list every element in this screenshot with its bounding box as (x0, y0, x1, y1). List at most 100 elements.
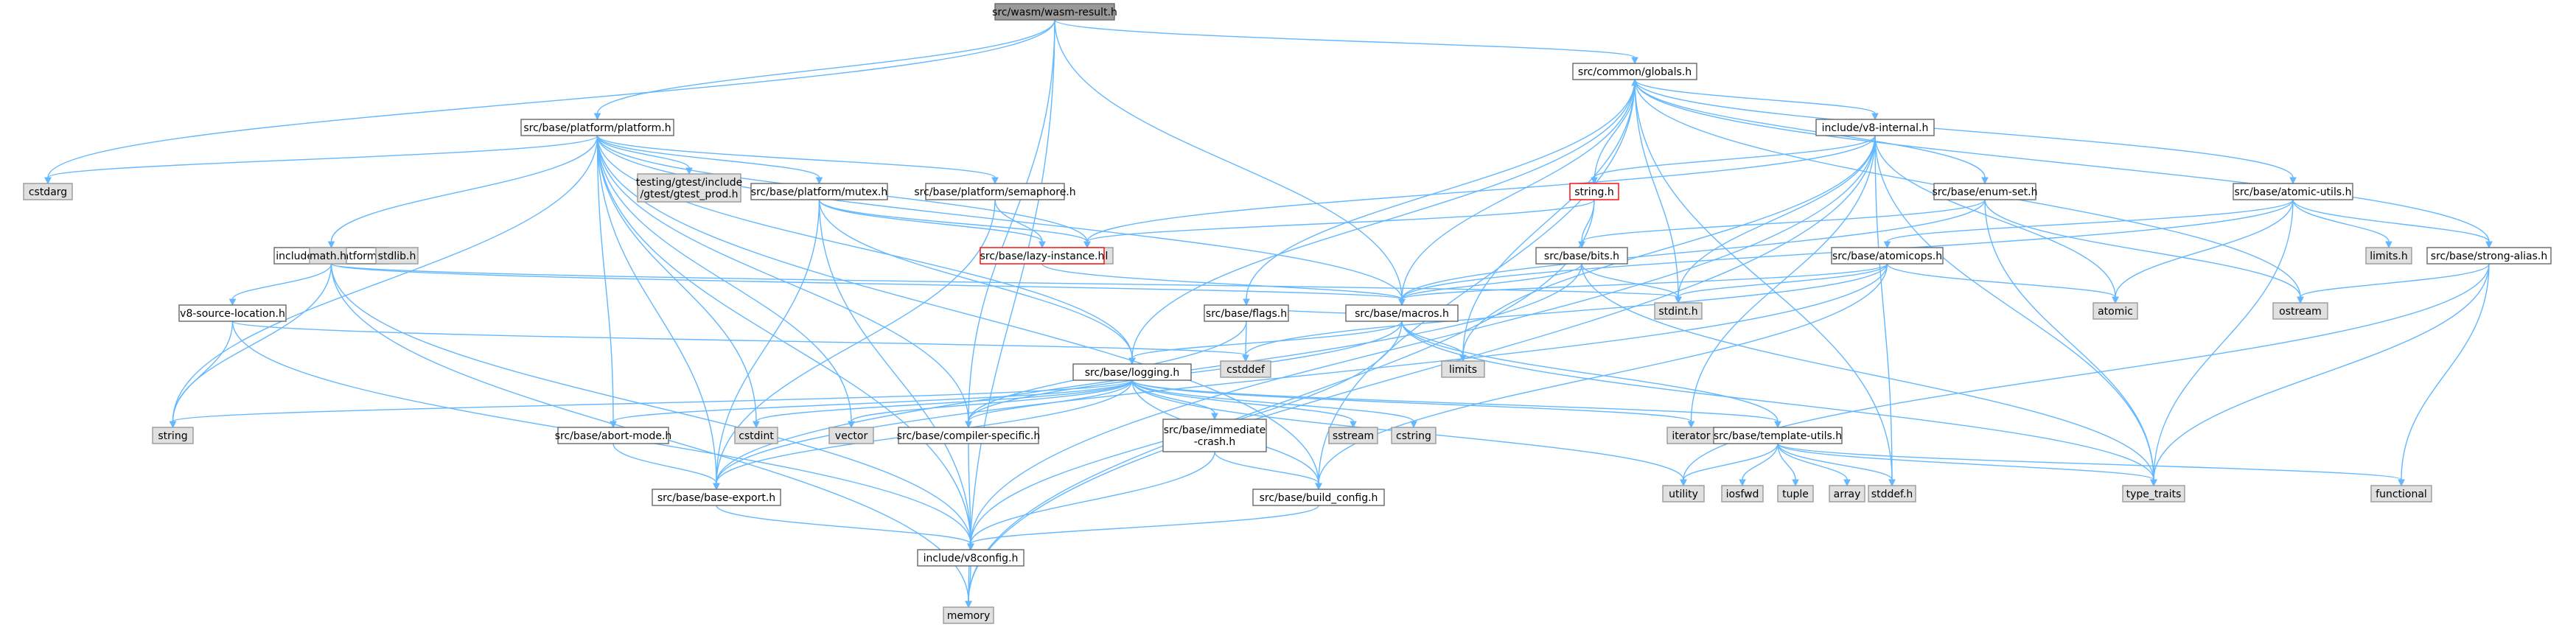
edge-logging-to-templateutils (1131, 379, 1781, 429)
node-box-functional (2370, 485, 2432, 503)
node-atomicops[interactable]: src/base/atomicops.h (1831, 247, 1944, 265)
node-srcloc[interactable]: v8-source-location.h (178, 304, 287, 322)
node-label-tuple: tuple (1782, 489, 1809, 500)
node-box-array (1829, 485, 1865, 503)
edge-v8internal-to-optional (1083, 135, 1876, 249)
edge-macros-to-limits (1401, 321, 1467, 363)
node-macros[interactable]: src/base/macros.h (1345, 304, 1459, 322)
edge-platform-to-cstdarg (44, 135, 598, 185)
node-cstdint: cstdint (734, 427, 778, 444)
node-box-tuple (1777, 485, 1814, 503)
edge-globals-to-strongalias (1634, 79, 2493, 249)
node-box-lazy (980, 247, 1105, 265)
node-box-cstdarg (23, 183, 73, 200)
node-box-atomicutils (2233, 183, 2353, 200)
node-strongalias[interactable]: src/base/strong-alias.h (2426, 247, 2552, 265)
edge-v8internal-to-atomic (1874, 135, 2119, 304)
node-mutex[interactable]: src/base/platform/mutex.h (750, 183, 888, 200)
node-box-srcloc (178, 304, 287, 322)
edge-atomicops-to-baseexport (713, 263, 1888, 491)
node-compiler[interactable]: src/base/compiler-specific.h (897, 427, 1041, 444)
node-box-logging (1072, 363, 1192, 381)
node-v8internal[interactable]: include/v8-internal.h (1815, 119, 1935, 136)
node-box-macros (1345, 304, 1459, 322)
node-bits[interactable]: src/base/bits.h (1535, 247, 1628, 265)
edge-atomicutils-to-atomicops (1883, 199, 2294, 249)
node-label-vector: vector (835, 430, 868, 442)
edge-v8internal-to-limits (1459, 135, 1876, 363)
node-label-atomic: atomic (2098, 306, 2133, 318)
node-sstream: sstream (1328, 427, 1378, 444)
edge-templateutils-to-tuple (1777, 443, 1799, 487)
node-box-math (309, 247, 347, 265)
edge-logging-to-immediate (1131, 379, 1218, 421)
node-box-stddef (1868, 485, 1916, 503)
node-label-functional: functional (2376, 489, 2427, 500)
edge-macros-to-logging (1128, 321, 1403, 365)
node-box-immediate (1162, 419, 1267, 452)
edge-strongalias-to-typetraits (2150, 263, 2490, 487)
node-globals[interactable]: src/common/globals.h (1572, 63, 1697, 80)
node-stringh[interactable]: string.h (1569, 183, 1619, 200)
node-lazy[interactable]: src/base/lazy-instance.h (980, 247, 1105, 265)
node-label-platform: src/base/platform/platform.h (523, 122, 671, 134)
edge-platform-to-v8platform (327, 135, 598, 249)
node-label-semaphore: src/base/platform/semaphore.h (914, 186, 1075, 198)
node-flags[interactable]: src/base/flags.h (1204, 304, 1289, 322)
node-root[interactable]: src/wasm/wasm-result.h (992, 3, 1117, 21)
node-label-memory: memory (947, 610, 991, 622)
node-immediate[interactable]: src/base/immediate-crash.h (1162, 419, 1267, 452)
node-box-iosfwd (1721, 485, 1764, 503)
edge-templateutils-to-iosfwd (1739, 443, 1779, 487)
node-label-utility: utility (1669, 489, 1698, 500)
edge-v8platform-to-srcloc (228, 263, 332, 307)
node-label-stddef: stddef.h (1871, 489, 1913, 500)
node-semaphore[interactable]: src/base/platform/semaphore.h (914, 183, 1076, 200)
node-box-templateutils (1713, 427, 1843, 444)
node-label-immediate: -crash.h (1194, 436, 1236, 448)
node-label-array: array (1834, 489, 1861, 500)
node-baseexport[interactable]: src/base/base-export.h (652, 489, 781, 506)
node-label-lazy: src/base/lazy-instance.h (980, 251, 1105, 262)
node-label-cstddef: cstddef (1226, 364, 1266, 376)
node-box-stringh (1569, 183, 1619, 200)
node-typetraits: type_traits (2122, 485, 2185, 503)
edge-flags-to-cstddef (1242, 321, 1249, 363)
node-enumset[interactable]: src/base/enum-set.h (1932, 183, 2038, 200)
edge-templateutils-to-array (1777, 443, 1851, 487)
node-label-abortmode: src/base/abort-mode.h (555, 430, 672, 442)
edge-v8config-to-memory (965, 565, 972, 609)
edge-stringh-to-globals (1594, 78, 1638, 184)
node-box-root (994, 3, 1115, 21)
edge-templateutils-to-typetraits (1777, 443, 2157, 487)
node-buildconfig[interactable]: src/base/build_config.h (1252, 489, 1385, 506)
node-box-ostream (2272, 302, 2328, 320)
edge-templateutils-to-functional (1777, 443, 2405, 487)
edge-mutex-to-optional (818, 199, 1091, 249)
node-stddef: stddef.h (1868, 485, 1916, 503)
node-platform[interactable]: src/base/platform/platform.h (520, 119, 674, 136)
node-string: string (152, 427, 194, 444)
node-box-enumset (1933, 183, 2036, 200)
node-label-iosfwd: iosfwd (1726, 489, 1759, 500)
edge-platform-to-macros (596, 135, 1406, 307)
edge-enumset-to-bits (1578, 199, 1986, 249)
node-abortmode[interactable]: src/base/abort-mode.h (555, 427, 672, 444)
node-box-strongalias (2426, 247, 2552, 265)
node-box-v8config (917, 549, 1025, 567)
node-atomicutils[interactable]: src/base/atomic-utils.h (2233, 183, 2353, 200)
node-templateutils[interactable]: src/base/template-utils.h (1713, 427, 1843, 444)
node-logging[interactable]: src/base/logging.h (1072, 363, 1192, 381)
node-box-stdint (1654, 302, 1703, 320)
node-utility: utility (1662, 485, 1705, 503)
edge-semaphore-to-lazy (994, 199, 1046, 249)
edge-logging-to-abortmode (610, 379, 1133, 429)
edge-globals-to-v8internal (1634, 79, 1879, 121)
node-label-baseexport: src/base/base-export.h (657, 492, 775, 504)
node-v8config[interactable]: include/v8config.h (917, 549, 1025, 567)
node-box-platform (520, 119, 674, 136)
node-vector: vector (828, 427, 874, 444)
node-label-math: math.h (310, 251, 346, 262)
edge-globals-to-stdint (1634, 79, 1682, 304)
